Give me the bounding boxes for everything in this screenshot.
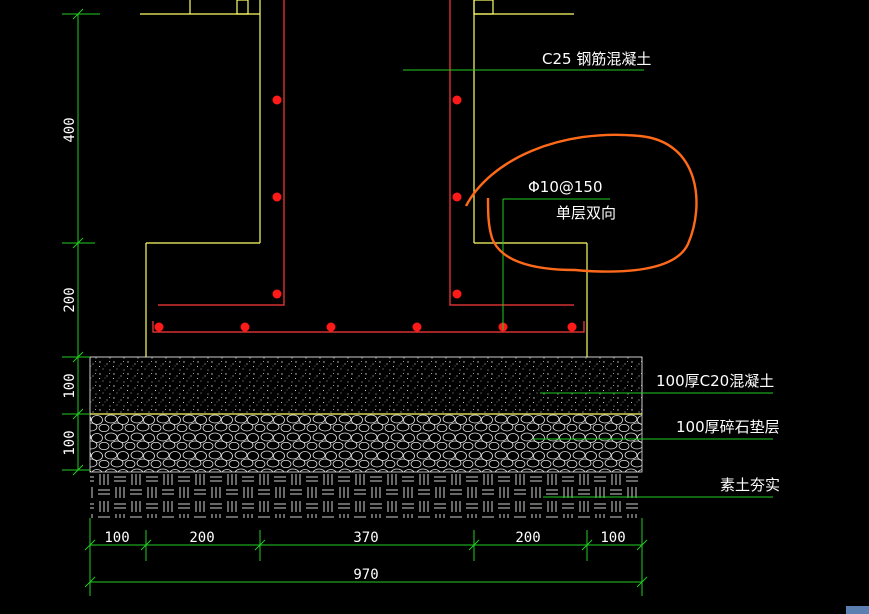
dim-right-step: 200 [515,530,540,546]
label-blinding-layer: 100厚C20混凝土 [656,372,774,390]
rebar-lines [152,0,585,333]
label-rebar-layout: 单层双向 [556,204,616,222]
label-gravel-layer: 100厚碎石垫层 [676,418,780,436]
blinding-concrete-layer [89,356,643,415]
label-subgrade: 素土夯实 [720,476,780,494]
horizontal-dimension-chain [84,518,648,596]
dim-wall-width: 370 [353,530,378,546]
dim-left-edge: 100 [104,530,129,546]
revision-cloud [464,133,698,273]
dim-footing-height: 200 [62,287,78,312]
dim-gravel-thickness: 100 [62,430,78,455]
gravel-layer [89,413,643,473]
dim-total-width: 970 [353,567,378,583]
vertical-dimension-chain [62,8,100,476]
dim-right-edge: 100 [600,530,625,546]
dim-blinding-thickness: 100 [62,373,78,398]
label-concrete-grade: C25 钢筋混凝土 [542,50,651,68]
concrete-outline [140,0,588,357]
bottom-right-edge-mark [846,606,869,614]
dim-left-step: 200 [189,530,214,546]
dim-wall-height: 400 [62,117,78,142]
leader-lines [403,69,773,498]
subgrade-layer [90,472,642,518]
rebar-dots [154,95,577,332]
label-rebar-spec: Φ10@150 [528,178,603,196]
